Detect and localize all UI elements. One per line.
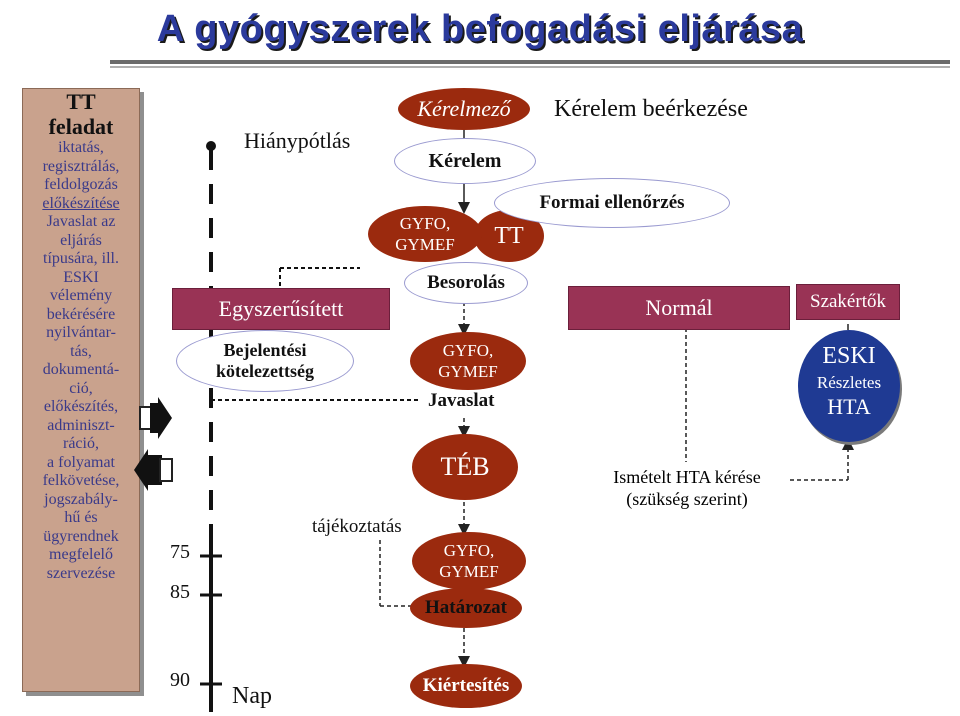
tt-task-line: regisztrálás, <box>42 157 120 175</box>
tt-task-line: típusára, ill. <box>43 250 119 267</box>
egyszerusitett-box: Egyszerűsített <box>172 288 390 330</box>
tick-75-label: 75 <box>170 541 190 563</box>
tt-task-line: hű és <box>64 509 98 526</box>
timeline-start-dot <box>206 141 216 151</box>
tt-task-line: nyilvántar- <box>46 324 116 341</box>
tt-task-line: vélemény <box>49 287 113 304</box>
ismetelt-hta-label: Ismételt HTA kérése (szükség szerint) <box>613 467 761 509</box>
tt-task-line: Javaslat az <box>46 213 116 230</box>
normal-label: Normál <box>645 295 713 320</box>
gyfo-gymef-ellipse-3: GYFO, GYMEF <box>412 532 526 590</box>
tt-task-line: dokumentá- <box>42 361 120 378</box>
tt-task-line: ügyrendnek <box>43 527 119 545</box>
formai-ellenorzes-ellipse: Formai ellenőrzés <box>494 178 730 228</box>
tt-task-line: eljárás <box>60 231 102 249</box>
tt-task-box: TT feladat iktatás,regisztrálás,feldolgo… <box>22 88 140 692</box>
hianypotlas-label: Hiánypótlás <box>244 128 351 153</box>
tick-90-label: 90 <box>170 669 190 691</box>
kerelem-beerkezese-label: Kérelem beérkezése <box>554 96 748 122</box>
gyfo-gymef-ellipse-2: GYFO, GYMEF <box>410 332 526 390</box>
kerelmezo-label: Kérelmező <box>417 96 511 121</box>
title-underline-shadow <box>110 66 950 68</box>
egyszerusitett-label: Egyszerűsített <box>218 296 344 321</box>
besorolas-label: Besorolás <box>427 272 505 293</box>
tt-subheading: feladat <box>48 114 114 139</box>
eski-ellipse: ESKI Részletes HTA <box>798 330 900 442</box>
right-block-arrow-icon <box>139 397 172 439</box>
bejelentesi-ellipse: Bejelentési kötelezettség <box>176 330 354 392</box>
tt-task-line: felkövetése, <box>42 472 120 489</box>
kerelmezo-ellipse: Kérelmező <box>398 88 530 130</box>
title-underline <box>110 60 950 64</box>
gyfo-gymef-label-2: GYFO, GYMEF <box>438 341 498 381</box>
tt-task-line: előkészítés, <box>43 398 119 415</box>
tt-label: TT <box>494 222 524 249</box>
tt-task-line: megfelelő <box>49 546 113 563</box>
tt-task-line: tás, <box>70 342 92 360</box>
kiertesites-ellipse: Kiértesítés <box>410 664 522 708</box>
left-block-arrow-icon <box>134 449 173 491</box>
tick-85-label: 85 <box>170 581 190 603</box>
tt-task-line: jogszabály- <box>44 490 118 508</box>
besorolas-ellipse: Besorolás <box>404 262 528 304</box>
nap-label: Nap <box>232 683 272 709</box>
gyfo-gymef-label-3: GYFO, GYMEF <box>439 541 499 581</box>
normal-box: Normál <box>568 286 790 330</box>
tt-task-line: a folyamat <box>47 453 115 471</box>
gyfo-gymef-ellipse-1: GYFO, GYMEF <box>368 206 482 262</box>
tt-task-line: szervezése <box>46 564 116 582</box>
javaslat-label: Javaslat <box>428 390 495 411</box>
kerelem-label: Kérelem <box>428 149 502 172</box>
tt-task-line: ráció, <box>63 435 99 452</box>
tt-task-line: előkészítése <box>42 194 120 212</box>
page-title: A gyógyszerek befogadási eljárása <box>156 8 804 50</box>
eski-label: ESKI <box>822 343 876 369</box>
kerelem-ellipse: Kérelem <box>394 138 536 184</box>
tt-task-line: feldolgozás <box>44 176 118 193</box>
tajekoztatas-label: tájékoztatás <box>312 516 402 537</box>
kiertesites-label: Kiértesítés <box>422 675 510 696</box>
szakertok-label: Szakértők <box>810 291 886 312</box>
teb-label: TÉB <box>440 452 490 481</box>
gyfo-gymef-label-1: GYFO, GYMEF <box>395 214 455 254</box>
szakertok-box: Szakértők <box>796 284 900 320</box>
tt-task-line: ció, <box>69 379 93 397</box>
hatarozat-ellipse: Határozat <box>410 588 522 628</box>
formai-ellenorzes-label: Formai ellenőrzés <box>539 192 685 213</box>
teb-ellipse: TÉB <box>412 434 518 500</box>
ismetelt-hta-box: Ismételt HTA kérése (szükség szerint) <box>584 462 790 514</box>
bejelentesi-label: Bejelentési kötelezettség <box>216 340 314 381</box>
tt-task-line: ESKI <box>63 268 99 286</box>
hta-label: HTA <box>827 394 871 419</box>
tt-task-line: iktatás, <box>58 139 104 156</box>
tt-task-line: bekérésére <box>46 305 116 323</box>
reszletes-label: Részletes <box>816 373 882 392</box>
hatarozat-label: Határozat <box>425 597 507 618</box>
tt-task-line: adminiszt- <box>47 416 115 434</box>
tt-heading: TT <box>66 89 96 114</box>
